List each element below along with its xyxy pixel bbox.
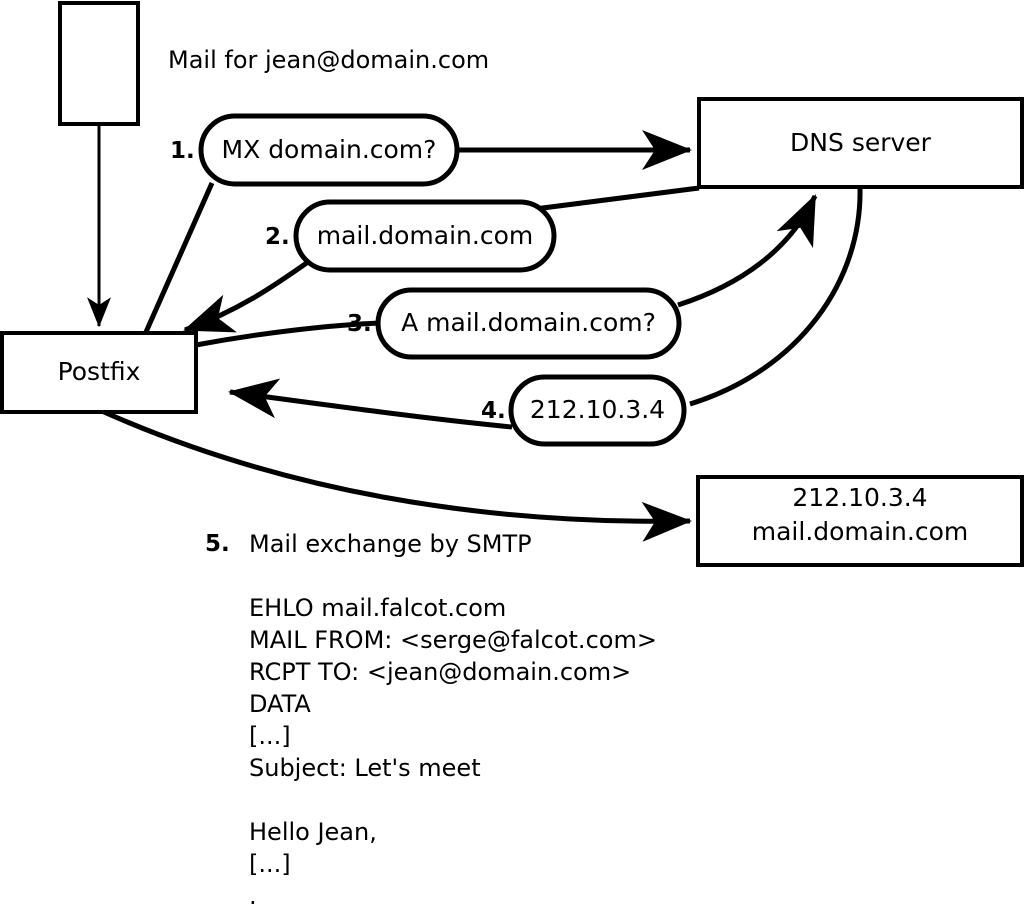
smtp-line: DATA bbox=[249, 690, 311, 718]
step-5-number: 5. bbox=[205, 531, 230, 557]
smtp-line: Hello Jean, bbox=[249, 818, 377, 846]
smtp-transcript: EHLO mail.falcot.com MAIL FROM: <serge@f… bbox=[249, 592, 809, 912]
smtp-blank-line bbox=[249, 784, 809, 816]
smtp-line: [...] bbox=[249, 850, 291, 878]
step-2-label: mail.domain.com bbox=[316, 221, 534, 250]
step-3-number: 3. bbox=[347, 311, 372, 337]
smtp-line: EHLO mail.falcot.com bbox=[249, 594, 507, 622]
step-1-label: MX domain.com? bbox=[221, 135, 437, 164]
step-5-label: Mail exchange by SMTP bbox=[249, 530, 532, 558]
step-4-number: 4. bbox=[481, 398, 506, 424]
edge-dns-to-step4-bubble bbox=[689, 187, 863, 407]
edge-step3-bubble-to-dns bbox=[677, 194, 818, 308]
title-text: Mail for jean@domain.com bbox=[168, 46, 490, 74]
step-1-number: 1. bbox=[170, 138, 195, 164]
step-2-number: 2. bbox=[265, 224, 290, 250]
postfix-box bbox=[0, 331, 198, 414]
smtp-line: RCPT TO: <jean@domain.com> bbox=[249, 658, 632, 686]
edge-step4-bubble-to-postfix bbox=[228, 378, 513, 430]
step1-bubble[interactable] bbox=[198, 113, 460, 187]
step2-bubble[interactable] bbox=[293, 199, 557, 273]
step-4-label: 212.10.3.4 bbox=[529, 395, 666, 424]
smtp-line: . bbox=[249, 882, 257, 910]
edge-step2-bubble-to-postfix bbox=[183, 259, 310, 333]
sender-host-box bbox=[58, 1, 140, 126]
step3-bubble[interactable] bbox=[375, 287, 682, 360]
edge-postfix-to-target-mx bbox=[102, 409, 692, 542]
smtp-line: MAIL FROM: <serge@falcot.com> bbox=[249, 626, 657, 654]
smtp-line: [...] bbox=[249, 722, 291, 750]
smtp-line: Subject: Let's meet bbox=[249, 754, 481, 782]
step-3-label: A mail.domain.com? bbox=[401, 308, 656, 337]
step4-bubble[interactable] bbox=[508, 374, 687, 447]
edge-postfix-to-step1-bubble bbox=[143, 181, 215, 334]
dns-server-box bbox=[697, 97, 1024, 189]
target-mx-box bbox=[696, 475, 1024, 567]
edge-postfix-to-step3-bubble bbox=[195, 320, 381, 348]
